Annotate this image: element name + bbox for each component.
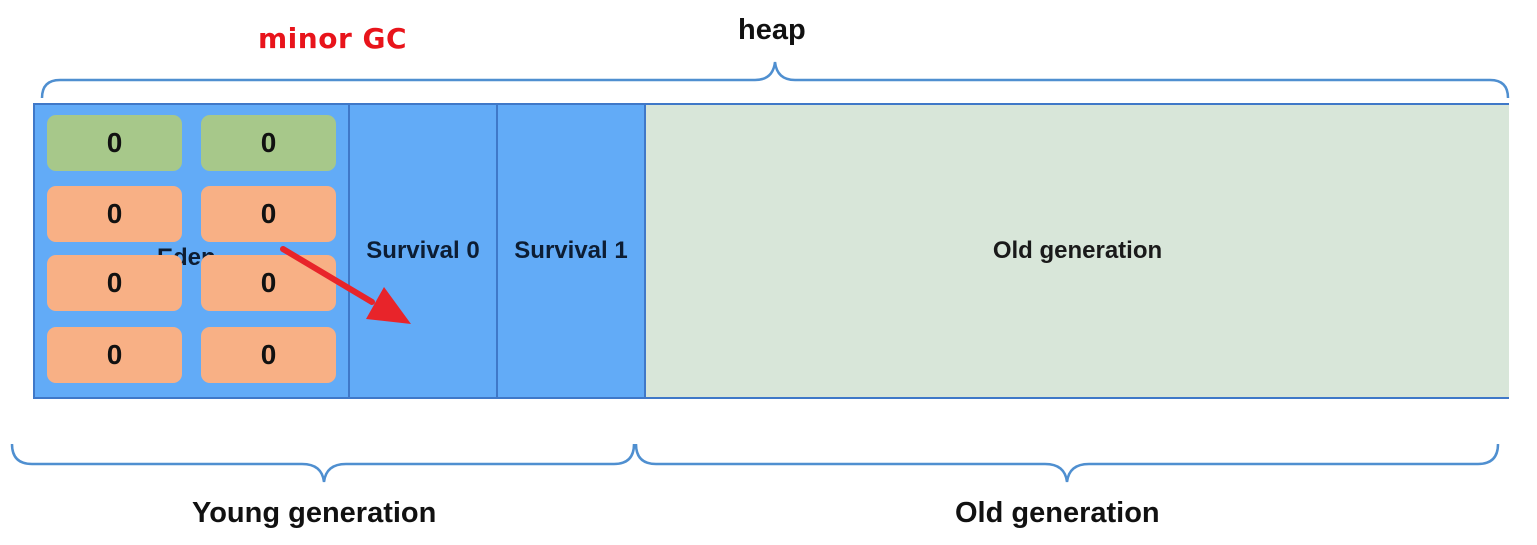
old-generation-brace xyxy=(634,443,1500,483)
eden-object-cell: 0 xyxy=(47,115,182,171)
old-generation-label: Old generation xyxy=(992,237,1163,264)
old-generation-bottom-label: Old generation xyxy=(955,497,1160,529)
eden-object-cell: 0 xyxy=(47,186,182,242)
minor-gc-label: minor GC xyxy=(258,22,408,55)
survivor-0-label: Survival 0 xyxy=(366,237,480,264)
eden-object-cell: 0 xyxy=(201,255,336,311)
survivor-0-region: Survival 0 xyxy=(350,105,498,397)
eden-object-cell: 0 xyxy=(47,327,182,383)
eden-object-cell: 0 xyxy=(201,186,336,242)
survivor-1-region: Survival 1 xyxy=(498,105,646,397)
eden-object-cell: 0 xyxy=(201,327,336,383)
young-generation-label: Young generation xyxy=(192,497,437,529)
young-generation-brace xyxy=(10,443,636,483)
old-generation-region: Old generation xyxy=(646,105,1509,397)
heap-label: heap xyxy=(738,14,806,46)
heap-brace xyxy=(40,61,1510,99)
survivor-1-label: Survival 1 xyxy=(514,237,628,264)
eden-object-cell: 0 xyxy=(47,255,182,311)
eden-object-cell: 0 xyxy=(201,115,336,171)
